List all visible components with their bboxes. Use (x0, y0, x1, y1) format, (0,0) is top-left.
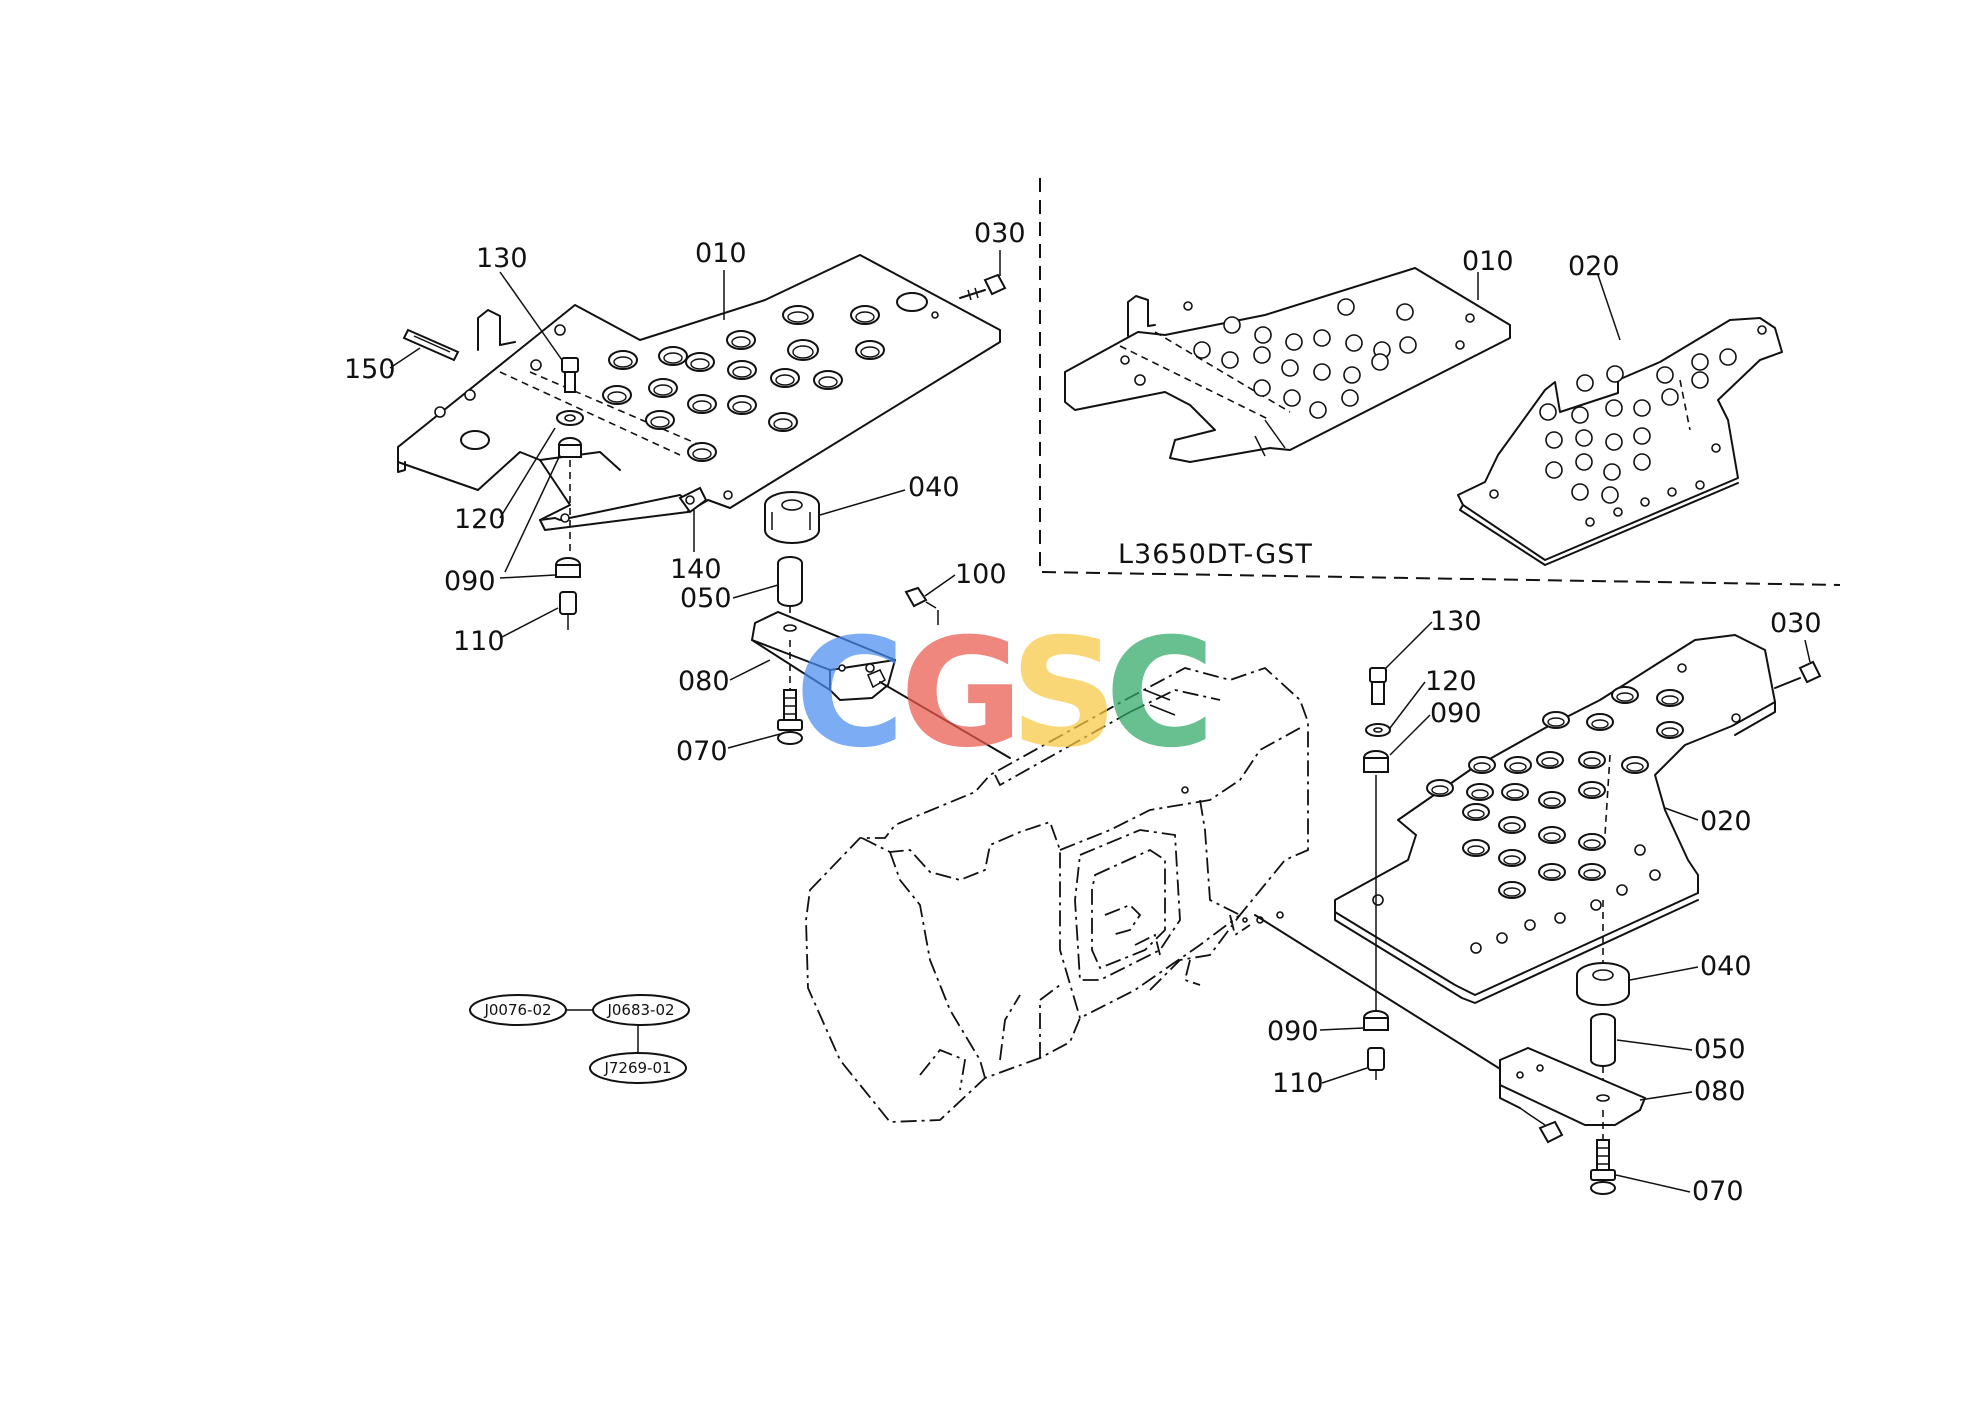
upper-part-030-bolt (959, 273, 1007, 301)
transmission-housing (805, 666, 1309, 1123)
upper-callouts: 130 010 030 150 120 090 110 140 040 050 … (344, 218, 1026, 767)
inset-step-plate-010 (1064, 267, 1511, 463)
watermark-letter-c1: C (795, 607, 905, 781)
callout-upper-090: 090 (444, 566, 496, 597)
callout-upper-100: 100 (955, 559, 1007, 590)
callout-upper-150: 150 (344, 354, 396, 385)
lower-part-080-bracket (1499, 1046, 1647, 1144)
callout-upper-120: 120 (454, 504, 506, 535)
inset-callouts: 010 020 L3650DT-GST (1118, 246, 1621, 570)
callout-upper-110: 110 (453, 626, 505, 657)
callout-lower-090a: 090 (1430, 698, 1482, 729)
ref-code-1: J0076-02 (483, 1001, 551, 1019)
watermark-letter-s: S (1010, 607, 1118, 781)
callout-lower-110: 110 (1272, 1068, 1324, 1099)
watermark-letter-c2: C (1105, 607, 1215, 781)
lower-part-070-bolt (1590, 1110, 1616, 1195)
callout-upper-010: 010 (695, 238, 747, 269)
callout-upper-140: 140 (670, 554, 722, 585)
lower-callouts: 130 120 090 030 020 040 050 080 070 090 … (1267, 606, 1822, 1207)
upper-part-070-bolt (777, 640, 803, 745)
callout-upper-080: 080 (678, 666, 730, 697)
inset-step-plate-020 (1457, 317, 1783, 566)
inset-plate-020-holes (1489, 325, 1767, 527)
lower-part-050-collar (1590, 1013, 1616, 1090)
callout-lower-080: 080 (1694, 1076, 1746, 1107)
part-150-pin (402, 328, 460, 362)
callout-lower-050: 050 (1694, 1034, 1746, 1065)
upper-part-100-bolt (904, 586, 939, 625)
inset-frame (1039, 178, 1841, 586)
callout-upper-130: 130 (476, 243, 528, 274)
callout-upper-030: 030 (974, 218, 1026, 249)
upper-part-040-mount (764, 491, 820, 544)
lower-plate-020-holes (1426, 686, 1684, 954)
lower-part-040-mount (1576, 900, 1630, 1006)
upper-fastener-stack (555, 357, 584, 630)
lower-part-030-bolt (1774, 660, 1822, 689)
callout-upper-040: 040 (908, 472, 960, 503)
callout-lower-090b: 090 (1267, 1016, 1319, 1047)
ref-code-2: J0683-02 (606, 1001, 674, 1019)
callout-inset-010: 010 (1462, 246, 1514, 277)
model-label: L3650DT-GST (1118, 539, 1313, 570)
lower-step-plate-020 (1334, 634, 1776, 1004)
ref-code-3: J7269-01 (603, 1059, 671, 1077)
watermark-letter-g: G (900, 607, 1023, 781)
callout-lower-030: 030 (1770, 608, 1822, 639)
callout-lower-130: 130 (1430, 606, 1482, 637)
callout-upper-070: 070 (676, 736, 728, 767)
leader-to-housing (879, 681, 1506, 1073)
upper-plate-010-holes (602, 305, 885, 462)
callout-lower-020: 020 (1700, 806, 1752, 837)
reference-codes: J0076-02 J0683-02 J7269-01 (469, 994, 690, 1084)
callout-inset-020: 020 (1568, 251, 1620, 282)
lower-fastener-stack (1363, 667, 1391, 1080)
inset-plate-010-holes (1193, 298, 1417, 419)
upper-step-plate-010 (397, 254, 1001, 531)
upper-part-050-collar (777, 556, 803, 628)
cgsc-watermark: C G S C (795, 607, 1215, 781)
callout-lower-070: 070 (1692, 1176, 1744, 1207)
callout-lower-120: 120 (1425, 666, 1477, 697)
callout-lower-040: 040 (1700, 951, 1752, 982)
upper-part-080-bracket (750, 610, 897, 702)
part-140-clip (678, 486, 708, 514)
callout-upper-050: 050 (680, 583, 732, 614)
